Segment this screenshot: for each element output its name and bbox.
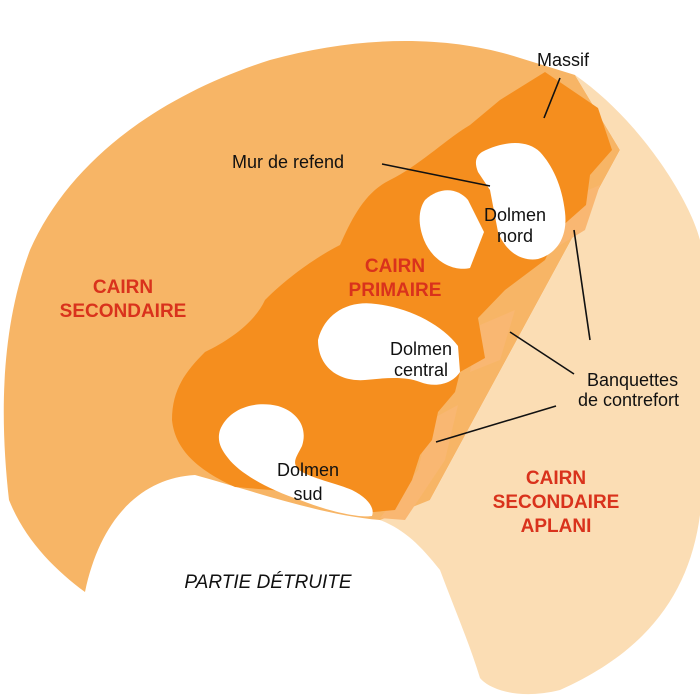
leader-massif bbox=[543, 77, 561, 119]
label-dolmen-central-line1: Dolmen bbox=[390, 339, 452, 359]
leader-banquette-north bbox=[573, 229, 591, 341]
label-dolmen-nord-line2: nord bbox=[497, 226, 533, 246]
mur-de-refend-slot bbox=[419, 190, 484, 269]
label-dolmen-sud-line1: Dolmen bbox=[277, 460, 339, 480]
leader-mur-de-refend bbox=[381, 163, 491, 187]
label-dolmen-sud-line2: sud bbox=[293, 484, 322, 504]
label-partie-detruite: PARTIE DÉTRUITE bbox=[184, 572, 351, 593]
label-cairn-primaire-line1: CAIRN bbox=[365, 256, 425, 277]
leader-banquette-central bbox=[509, 331, 575, 375]
dolmen-central-chamber bbox=[318, 303, 460, 385]
dolmen-nord-chamber bbox=[475, 143, 566, 260]
label-massif: Massif bbox=[537, 50, 590, 70]
leader-banquette-south bbox=[435, 405, 557, 443]
label-banquettes-line1: Banquettes bbox=[587, 370, 678, 390]
label-banquettes-line2: de contrefort bbox=[578, 390, 679, 410]
flattened-cairn-area bbox=[380, 75, 700, 695]
buttress-bench-south bbox=[380, 405, 458, 520]
label-dolmen-nord-line1: Dolmen bbox=[484, 205, 546, 225]
label-mur-de-refend: Mur de refend bbox=[232, 152, 344, 172]
dolmen-sud-chamber bbox=[218, 404, 373, 517]
label-cairn-primaire-line2: PRIMAIRE bbox=[349, 280, 442, 301]
label-cairn-secondaire-aplani-line2: SECONDAIRE bbox=[493, 492, 620, 513]
label-cairn-secondaire-line1: CAIRN bbox=[93, 277, 153, 298]
buttress-bench-north bbox=[552, 185, 600, 250]
label-cairn-secondaire-aplani-line3: APLANI bbox=[521, 516, 592, 537]
label-cairn-secondaire-line2: SECONDAIRE bbox=[60, 301, 187, 322]
label-dolmen-central-line2: central bbox=[394, 360, 448, 380]
label-cairn-secondaire-aplani-line1: CAIRN bbox=[526, 468, 586, 489]
